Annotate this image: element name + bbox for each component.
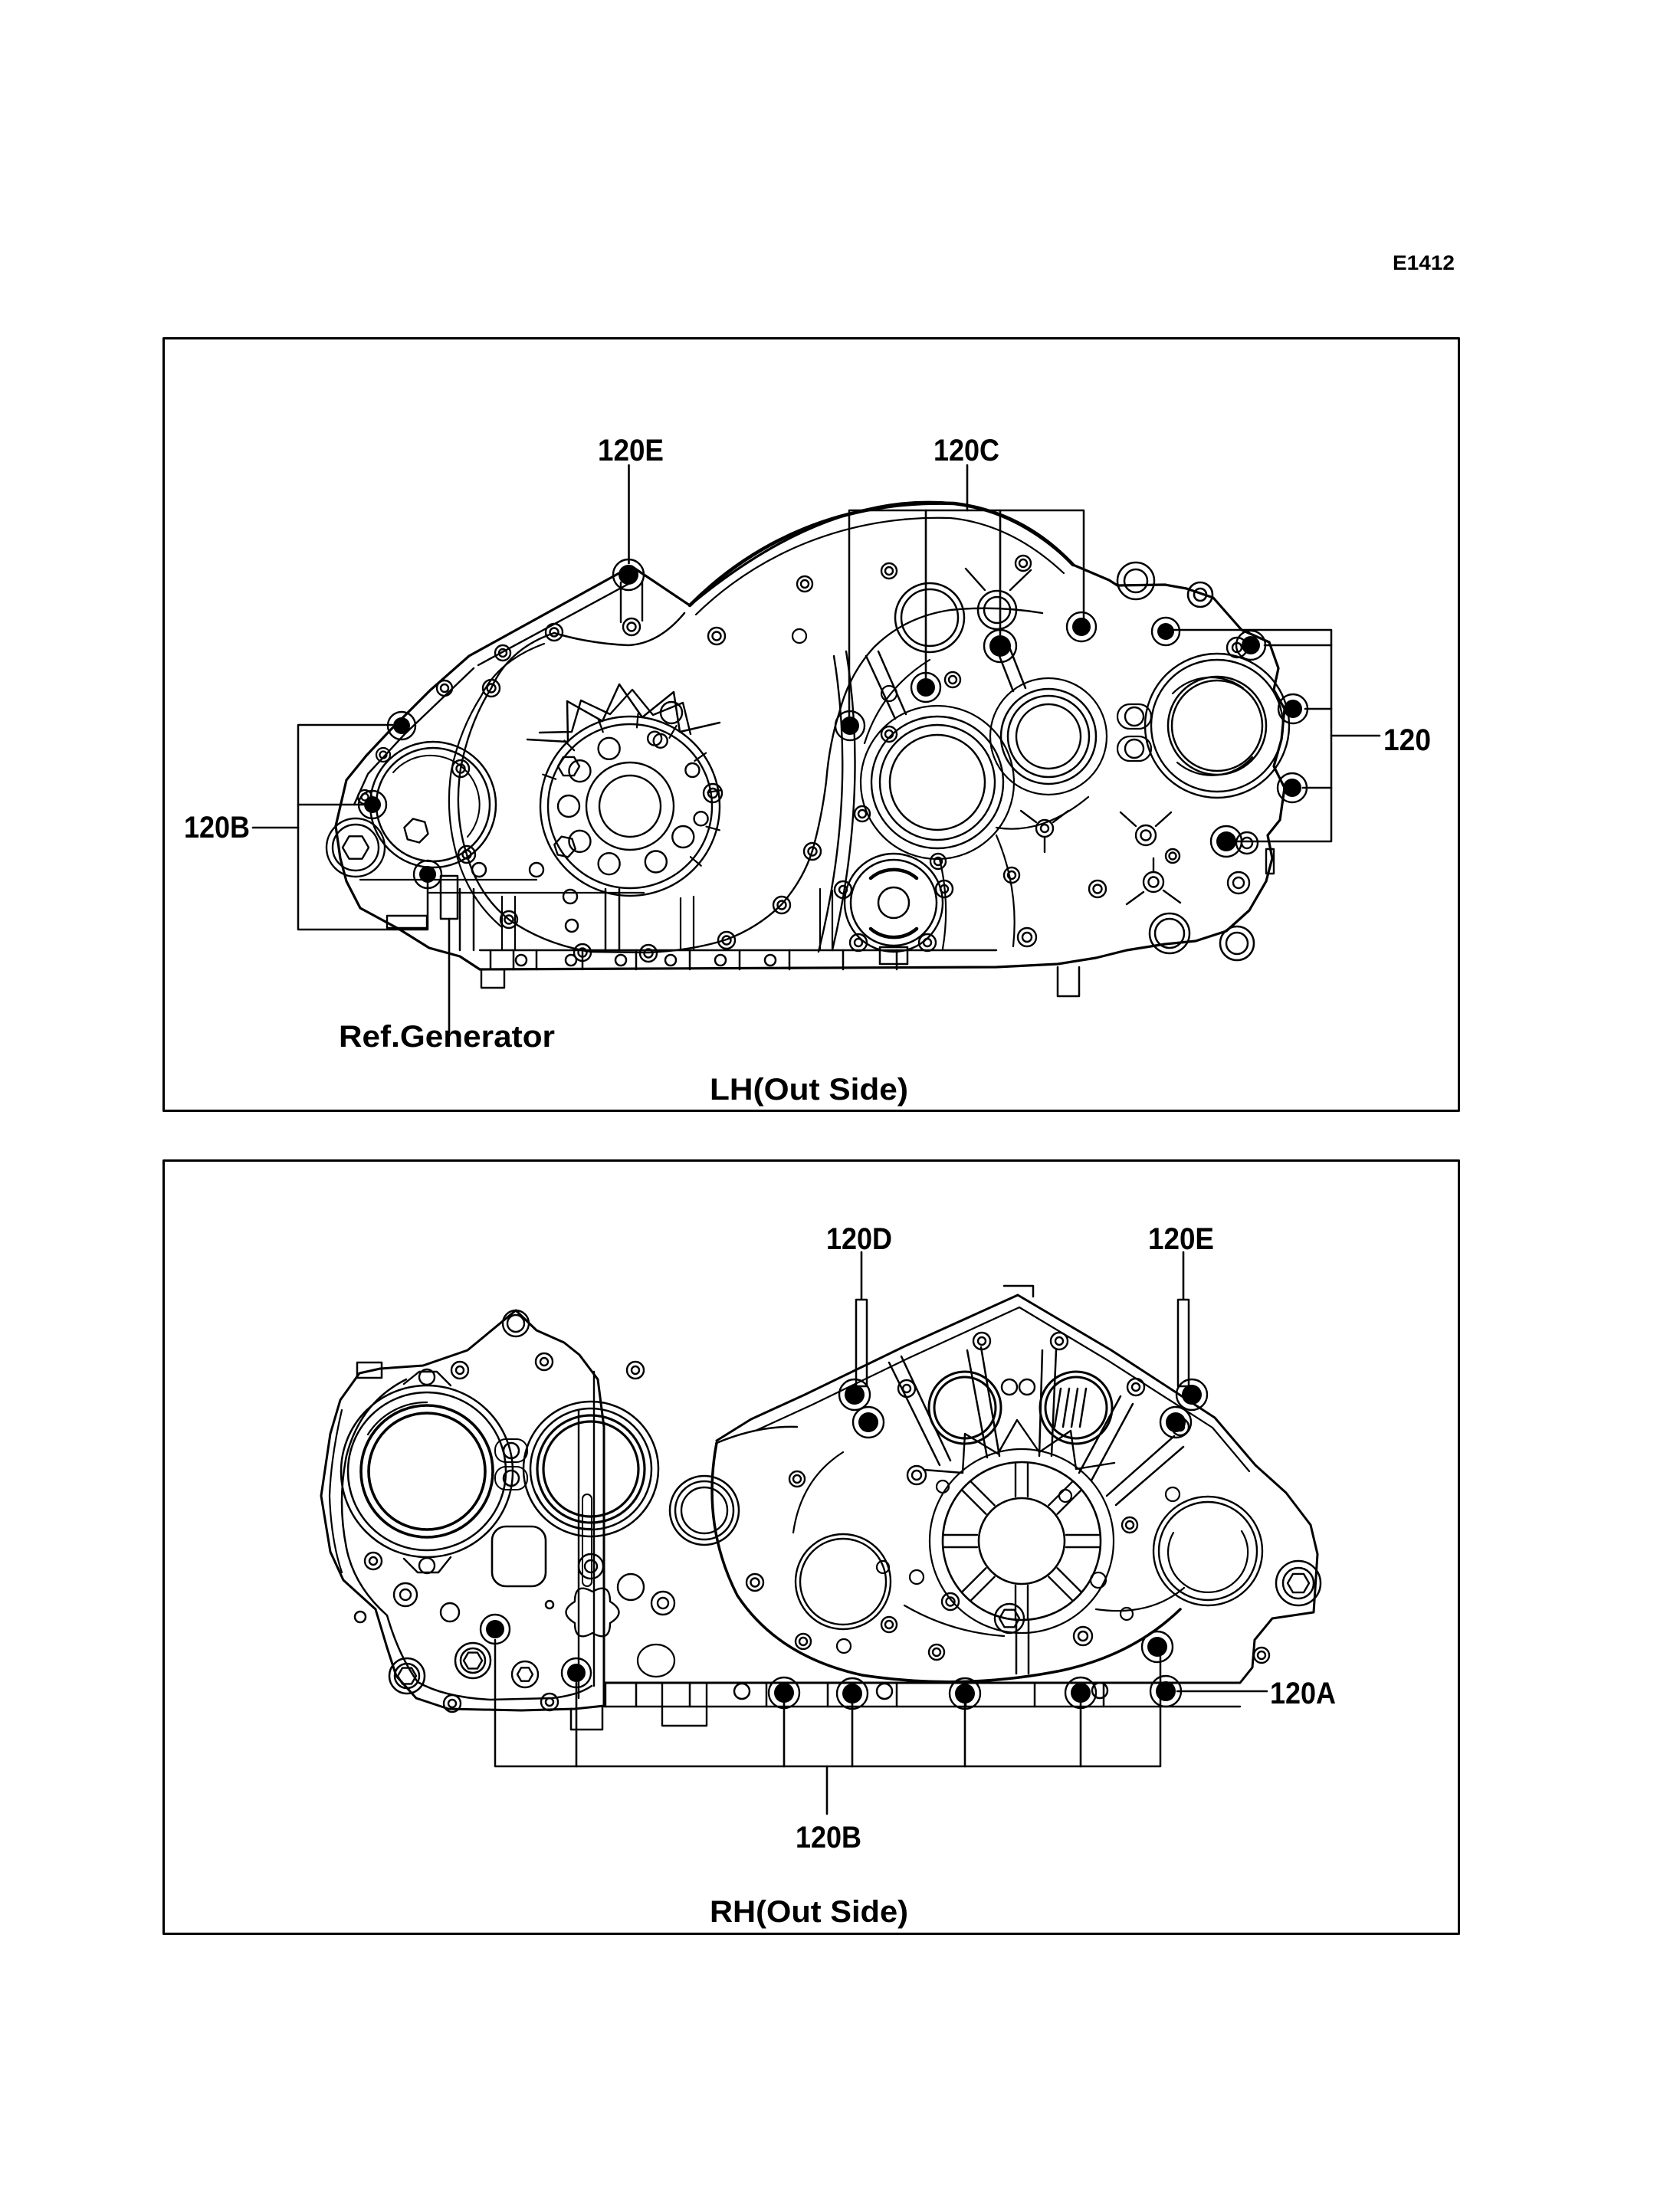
svg-text:120B: 120B xyxy=(796,1821,861,1854)
svg-text:120: 120 xyxy=(1383,723,1431,757)
svg-text:120E: 120E xyxy=(1148,1222,1214,1256)
svg-text:120A: 120A xyxy=(1270,1677,1336,1710)
svg-text:120C: 120C xyxy=(934,434,999,467)
svg-text:120B: 120B xyxy=(184,811,250,844)
svg-text:LH(Out Side): LH(Out Side) xyxy=(710,1073,908,1107)
svg-text:120E: 120E xyxy=(598,434,664,467)
svg-text:E1412: E1412 xyxy=(1393,251,1455,274)
svg-text:Ref.Generator: Ref.Generator xyxy=(339,1020,555,1054)
svg-text:RH(Out Side): RH(Out Side) xyxy=(710,1895,908,1929)
svg-text:120D: 120D xyxy=(826,1222,892,1256)
